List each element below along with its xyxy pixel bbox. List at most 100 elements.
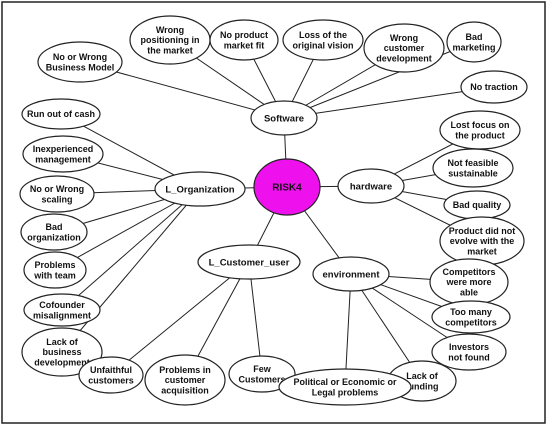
node-label: evolve with the bbox=[450, 236, 515, 246]
node-label: market bbox=[467, 246, 497, 256]
node-label: L_Organization bbox=[165, 184, 234, 195]
node-label: with team bbox=[33, 270, 76, 280]
node-shape bbox=[20, 213, 88, 251]
node-shape bbox=[460, 70, 528, 104]
node-shape bbox=[312, 256, 390, 292]
node-label: customers bbox=[88, 375, 134, 385]
node-label: No or Wrong bbox=[30, 184, 84, 194]
node-label: funding bbox=[406, 381, 439, 391]
node-shape bbox=[22, 135, 104, 173]
node-label: able bbox=[460, 287, 478, 297]
node-label: competitors bbox=[445, 317, 497, 327]
node-shape bbox=[431, 333, 507, 371]
node-label: Bad bbox=[45, 222, 62, 232]
node-no-traction: No traction bbox=[460, 70, 528, 104]
node-shape bbox=[278, 368, 412, 406]
connector-software-no-traction bbox=[283, 86, 495, 119]
node-label: Product did not bbox=[449, 226, 516, 236]
node-label: Wrong bbox=[156, 25, 184, 35]
connector-customer-few-customers bbox=[248, 261, 263, 375]
node-environment-hub: environment bbox=[312, 256, 390, 292]
node-shape bbox=[363, 23, 445, 73]
node-software-hub: Software bbox=[250, 100, 318, 136]
node-label: Lack of bbox=[46, 337, 79, 347]
node-label: Investors bbox=[449, 342, 489, 352]
node-label: Business Model bbox=[46, 62, 115, 72]
node-shape bbox=[253, 158, 321, 216]
node-shape bbox=[144, 354, 226, 406]
node-label: Lack of bbox=[406, 371, 439, 381]
node-bad-quality: Bad quality bbox=[443, 190, 511, 220]
node-shape bbox=[19, 175, 95, 213]
node-label: were more bbox=[445, 277, 491, 287]
node-shape bbox=[78, 356, 144, 394]
node-label: development bbox=[34, 357, 90, 367]
connector-customer-unfaithful-customers bbox=[110, 261, 250, 376]
node-shape bbox=[21, 327, 103, 377]
node-label: Few bbox=[253, 364, 272, 374]
node-label: scaling bbox=[41, 194, 72, 204]
connector-environment-political-economic-legal bbox=[344, 273, 352, 388]
node-label: business bbox=[42, 347, 81, 357]
node-label: marketing bbox=[452, 42, 495, 52]
node-shape bbox=[21, 98, 101, 130]
node-label: positioning in bbox=[141, 35, 200, 45]
node-shape bbox=[337, 168, 405, 204]
node-label: Lost focus on bbox=[451, 120, 510, 130]
node-hardware-hub: hardware bbox=[337, 168, 405, 204]
node-label: Run out of cash bbox=[27, 109, 95, 119]
node-shape bbox=[431, 300, 511, 334]
node-label: Customers bbox=[238, 374, 285, 384]
node-label: L_Customer_user bbox=[209, 257, 290, 268]
node-shape bbox=[228, 355, 296, 393]
node-label: acquisition bbox=[161, 385, 209, 395]
node-label: Software bbox=[264, 113, 304, 124]
node-label: misalignment bbox=[33, 310, 91, 320]
node-shape bbox=[23, 251, 87, 289]
node-label: Unfaithful bbox=[90, 365, 132, 375]
node-label: customer bbox=[384, 43, 425, 53]
node-shape bbox=[446, 21, 502, 63]
node-shape bbox=[197, 244, 301, 280]
node-label: Bad quality bbox=[453, 200, 502, 210]
node-label: Wrong bbox=[390, 33, 418, 43]
node-shape bbox=[37, 41, 123, 83]
node-label: organization bbox=[27, 232, 81, 242]
node-customer-hub: L_Customer_user bbox=[197, 244, 301, 280]
node-label: original vision bbox=[292, 40, 353, 50]
node-risk-center: RISK4 bbox=[253, 158, 321, 216]
node-label: environment bbox=[322, 269, 380, 280]
node-shape bbox=[250, 100, 318, 136]
node-label: Problems bbox=[34, 260, 75, 270]
node-label: No or Wrong bbox=[53, 52, 107, 62]
node-run-out-of-cash: Run out of cash bbox=[21, 98, 101, 130]
node-label: Not feasible bbox=[447, 158, 498, 168]
node-shape bbox=[432, 148, 514, 188]
node-label: Problems in bbox=[159, 365, 211, 375]
node-label: Loss of the bbox=[299, 30, 347, 40]
connector-organization-cofounder-misalignment bbox=[61, 188, 201, 311]
node-label: Political or Economic or bbox=[293, 377, 397, 387]
node-label: Legal problems bbox=[312, 387, 379, 397]
node-label: Cofounder bbox=[39, 300, 85, 310]
node-shape bbox=[23, 293, 101, 327]
node-label: Bad bbox=[465, 32, 482, 42]
node-label: not found bbox=[448, 352, 489, 362]
